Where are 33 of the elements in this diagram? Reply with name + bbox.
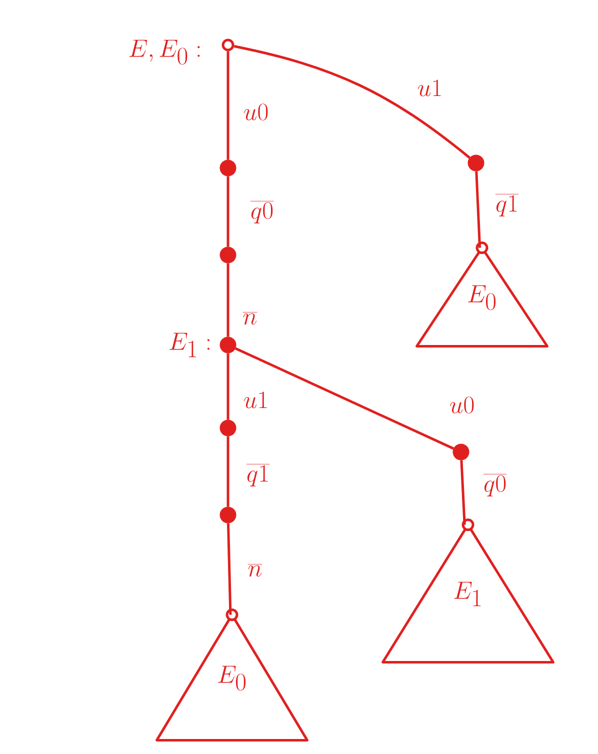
edge-label: $\overline{n}$: [242, 310, 258, 326]
tree-branch: [226, 263, 230, 337]
edge-label: $u0$: [242, 102, 270, 121]
tree-dot: [452, 444, 470, 460]
tree-dot: [220, 160, 236, 176]
tree-branch: [226, 436, 230, 507]
tree-dot: [220, 420, 236, 436]
tree-branch: [226, 523, 232, 615]
tree-branch: [234, 45, 470, 159]
tree-branch: [226, 353, 230, 420]
edge-label: $u1$: [416, 78, 444, 97]
edge-label: $u1$: [242, 390, 270, 410]
tree-dot: [220, 336, 236, 354]
tree-branch: [475, 171, 482, 248]
subtree-triangle: $E_0$: [156, 608, 308, 742]
node-label: $E_1:$: [170, 332, 210, 358]
tree-branch: [460, 460, 466, 525]
edge-label: $\overline{q0}$: [249, 200, 275, 224]
tree-branch: [234, 347, 454, 450]
edge-label: $\overline{q0}$: [482, 472, 508, 498]
tree-dot: [220, 506, 236, 524]
node-label: $E,E_0:$: [129, 40, 200, 65]
subtree-triangle: $E_0$: [416, 242, 548, 348]
edge-label: $\overline{q1}$: [245, 462, 271, 488]
tree-branch: [226, 176, 230, 247]
tree-dot: [222, 38, 234, 52]
tree-branch: [226, 51, 230, 160]
edge-label: $\overline{n}$: [246, 562, 264, 578]
edge-label: $\overline{q1}$: [494, 192, 520, 218]
tree-dot: [220, 246, 236, 264]
edge-label: $u0$: [448, 396, 476, 414]
subtree-triangle: $E_1$: [382, 518, 554, 664]
tree-dot: [468, 154, 484, 172]
